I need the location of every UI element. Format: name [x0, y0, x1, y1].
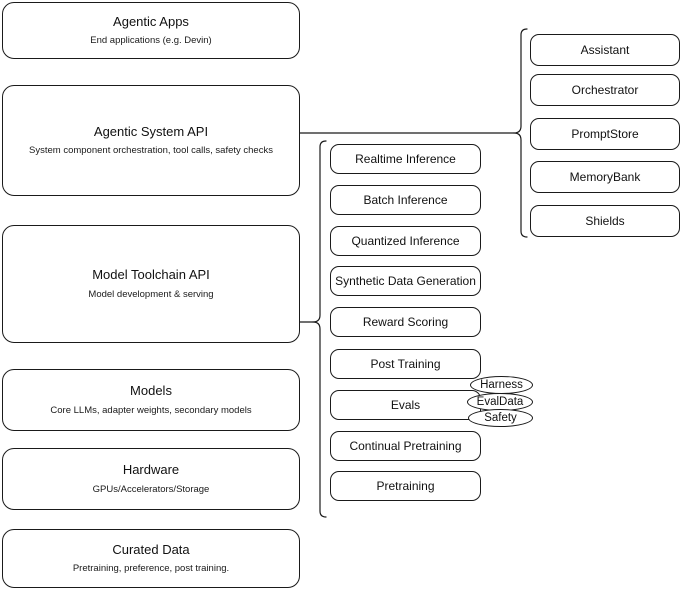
brace-agentic-system-components [513, 28, 528, 238]
layer-subtitle: Core LLMs, adapter weights, secondary mo… [50, 404, 252, 416]
component-shields[interactable]: Shields [530, 205, 680, 237]
layer-title: Model Toolchain API [92, 267, 210, 283]
component-batch-inference[interactable]: Batch Inference [330, 185, 481, 215]
badge-safety[interactable]: Safety [468, 409, 533, 427]
component-pretraining[interactable]: Pretraining [330, 471, 481, 501]
component-orchestrator[interactable]: Orchestrator [530, 74, 680, 106]
layer-models[interactable]: Models Core LLMs, adapter weights, secon… [2, 369, 300, 431]
layer-subtitle: Model development & serving [88, 288, 214, 300]
component-realtime-inference[interactable]: Realtime Inference [330, 144, 481, 174]
layer-title: Models [130, 383, 172, 399]
layer-subtitle: Pretraining, preference, post training. [72, 563, 230, 575]
layer-subtitle: System component orchestration, tool cal… [29, 145, 273, 157]
layer-title: Curated Data [112, 541, 190, 557]
brace-model-toolchain-components [312, 140, 327, 518]
layer-title: Hardware [122, 462, 180, 478]
component-reward-scoring[interactable]: Reward Scoring [330, 307, 481, 337]
component-assistant[interactable]: Assistant [530, 34, 680, 66]
component-synthetic-data-generation[interactable]: Synthetic Data Generation [330, 266, 481, 296]
layer-hardware[interactable]: Hardware GPUs/Accelerators/Storage [2, 448, 300, 510]
layer-subtitle: GPUs/Accelerators/Storage [92, 483, 210, 495]
layer-agentic-apps[interactable]: Agentic Apps End applications (e.g. Devi… [2, 2, 300, 59]
layer-agentic-system-api[interactable]: Agentic System API System component orch… [2, 85, 300, 196]
layer-title: Agentic Apps [113, 13, 189, 29]
component-post-training[interactable]: Post Training [330, 349, 481, 379]
layer-model-toolchain-api[interactable]: Model Toolchain API Model development & … [2, 225, 300, 343]
badge-harness[interactable]: Harness [470, 376, 533, 394]
component-promptstore[interactable]: PromptStore [530, 118, 680, 150]
layer-curated-data[interactable]: Curated Data Pretraining, preference, po… [2, 529, 300, 588]
layer-subtitle: End applications (e.g. Devin) [90, 35, 212, 47]
component-quantized-inference[interactable]: Quantized Inference [330, 226, 481, 256]
component-continual-pretraining[interactable]: Continual Pretraining [330, 431, 481, 461]
component-evals[interactable]: Evals [330, 390, 481, 420]
component-memorybank[interactable]: MemoryBank [530, 161, 680, 193]
layer-title: Agentic System API [93, 123, 209, 139]
